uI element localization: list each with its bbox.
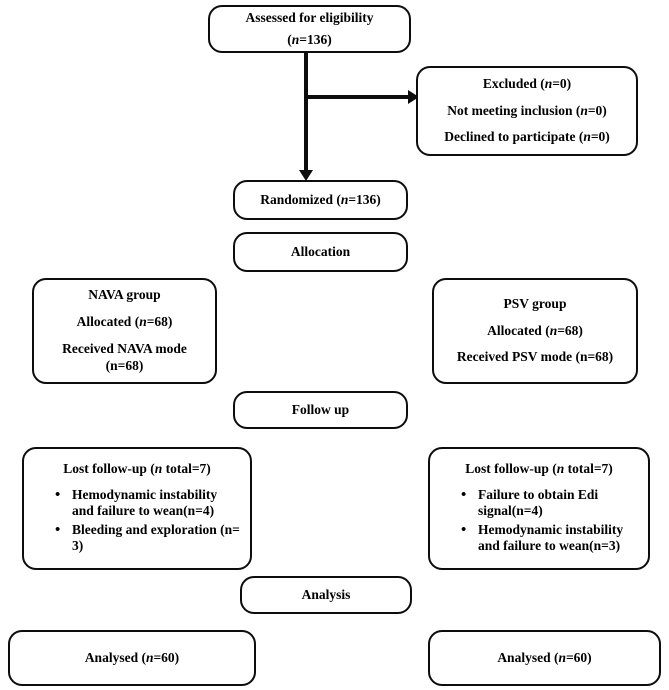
- node-excluded: Excluded (n=0) Not meeting inclusion (n=…: [416, 66, 638, 156]
- allocation-label: Allocation: [290, 243, 351, 259]
- excluded-line-1: Excluded (n=0): [482, 75, 572, 91]
- arrow-to-randomized: [299, 170, 313, 181]
- connector-vertical-main: [304, 52, 308, 174]
- list-item: Failure to obtain Edi signal(n=4): [461, 486, 638, 519]
- psv-line-3: Received PSV mode (n=68): [456, 349, 614, 365]
- nava-line-2: Allocated (n=68): [76, 313, 173, 329]
- nava-line-4: (n=68): [105, 358, 144, 374]
- assessed-line-2: (n=136): [287, 31, 332, 47]
- analysed-right-label: Analysed (n=60): [497, 649, 592, 665]
- psv-line-2: Allocated (n=68): [487, 322, 583, 338]
- node-psv-group: PSV group Allocated (n=68) Received PSV …: [432, 278, 638, 384]
- arrow-to-excluded: [408, 90, 419, 104]
- nava-line-3: Received NAVA mode: [62, 340, 187, 356]
- lost-right-heading: Lost follow-up (n total=7): [465, 461, 613, 476]
- node-randomized: Randomized (n=136): [233, 180, 408, 220]
- node-analysed-psv: Analysed (n=60): [428, 630, 661, 686]
- excluded-line-2: Not meeting inclusion (n=0): [447, 102, 607, 118]
- connector-horizontal-excluded: [306, 95, 412, 99]
- nava-line-1: NAVA group: [88, 286, 161, 302]
- follow-up-label: Follow up: [291, 401, 350, 417]
- analysed-left-label: Analysed (n=60): [84, 649, 180, 665]
- assessed-line-1: Assessed for eligibility: [245, 9, 374, 25]
- list-item: Hemodynamic instability and failure to w…: [55, 486, 240, 519]
- node-lost-follow-up-psv: Lost follow-up (n total=7) Failure to ob…: [428, 447, 650, 570]
- list-item: Bleeding and exploration (n= 3): [55, 521, 240, 554]
- node-stage-analysis: Analysis: [240, 576, 412, 614]
- node-assessed-for-eligibility: Assessed for eligibility (n=136): [208, 5, 411, 53]
- lost-left-heading: Lost follow-up (n total=7): [63, 461, 211, 476]
- lost-right-list: Failure to obtain Edi signal(n=4) Hemody…: [440, 486, 638, 558]
- list-item: Hemodynamic instability and failure to w…: [461, 521, 638, 554]
- node-lost-follow-up-nava: Lost follow-up (n total=7) Hemodynamic i…: [22, 447, 252, 570]
- node-analysed-nava: Analysed (n=60): [8, 630, 256, 686]
- psv-line-1: PSV group: [503, 295, 567, 311]
- node-stage-follow-up: Follow up: [233, 391, 408, 429]
- node-stage-allocation: Allocation: [233, 232, 408, 272]
- lost-left-list: Hemodynamic instability and failure to w…: [34, 486, 240, 558]
- excluded-line-3: Declined to participate (n=0): [444, 129, 610, 145]
- randomized-label: Randomized (n=136): [260, 191, 381, 207]
- node-nava-group: NAVA group Allocated (n=68) Received NAV…: [32, 278, 217, 384]
- analysis-label: Analysis: [301, 586, 351, 602]
